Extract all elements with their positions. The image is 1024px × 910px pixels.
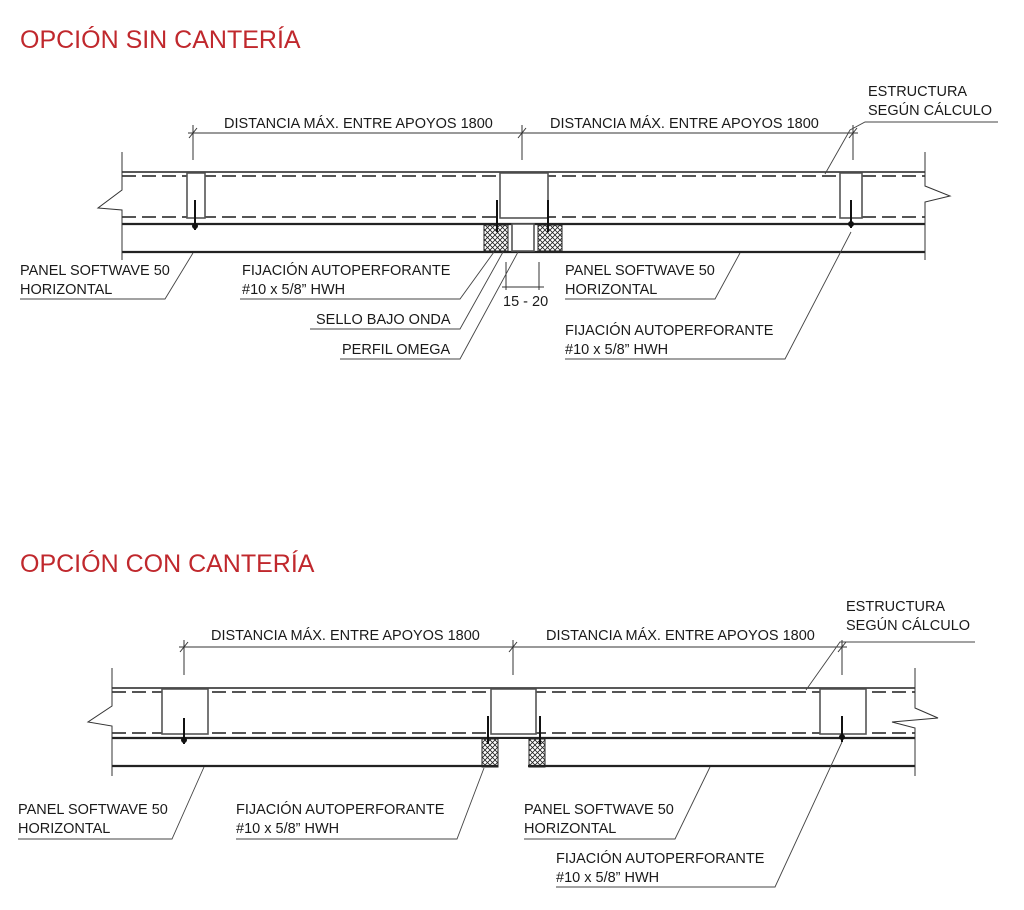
seal-blocks <box>481 738 546 768</box>
section-sin-canteria: OPCIÓN SIN CANTERÍA DISTANCIA MÁX. ENTRE… <box>20 25 998 360</box>
panel-left-label: PANEL SOFTWAVE 50 <box>18 802 168 818</box>
gap-label: 15 - 20 <box>503 294 548 310</box>
panel-right-sublabel: HORIZONTAL <box>524 821 616 837</box>
fixing-right-label: FIJACIÓN AUTOPERFORANTE <box>556 850 765 867</box>
dimension-line <box>179 640 847 675</box>
section-title: OPCIÓN CON CANTERÍA <box>20 549 315 578</box>
fixing-right-label: FIJACIÓN AUTOPERFORANTE <box>565 322 774 339</box>
fixing-right-sublabel: #10 x 5/8” HWH <box>556 870 659 886</box>
panel-right-sublabel: HORIZONTAL <box>565 282 657 298</box>
section-con-canteria: OPCIÓN CON CANTERÍA DISTANCIA MÁX. ENTRE… <box>18 549 975 888</box>
panel-right-label: PANEL SOFTWAVE 50 <box>524 802 674 818</box>
fixing-left-sublabel: #10 x 5/8” HWH <box>242 282 345 298</box>
leader-lines <box>20 121 998 360</box>
structure-sublabel: SEGÚN CÁLCULO <box>868 102 992 119</box>
leader-lines <box>18 641 975 888</box>
dimension-label-right: DISTANCIA MÁX. ENTRE APOYOS 1800 <box>550 115 819 132</box>
dimension-label-left: DISTANCIA MÁX. ENTRE APOYOS 1800 <box>224 115 493 132</box>
fixing-left-label: FIJACIÓN AUTOPERFORANTE <box>236 801 445 818</box>
dimension-label-right: DISTANCIA MÁX. ENTRE APOYOS 1800 <box>546 627 815 644</box>
support-profiles <box>161 688 867 769</box>
section-title: OPCIÓN SIN CANTERÍA <box>20 25 301 54</box>
screw-icons <box>192 200 854 232</box>
structure-sublabel: SEGÚN CÁLCULO <box>846 617 970 634</box>
seal-blocks <box>483 224 563 252</box>
structure-label: ESTRUCTURA <box>846 599 945 615</box>
dimension-label-left: DISTANCIA MÁX. ENTRE APOYOS 1800 <box>211 627 480 644</box>
seal-label: SELLO BAJO ONDA <box>316 312 451 328</box>
fixing-left-label: FIJACIÓN AUTOPERFORANTE <box>242 262 451 279</box>
panel-right-label: PANEL SOFTWAVE 50 <box>565 263 715 279</box>
panel-left-label: PANEL SOFTWAVE 50 <box>20 263 170 279</box>
panel-left-sublabel: HORIZONTAL <box>18 821 110 837</box>
screw-icons <box>181 716 845 744</box>
fixing-left-sublabel: #10 x 5/8” HWH <box>236 821 339 837</box>
dimension-line <box>188 125 858 160</box>
fixing-right-sublabel: #10 x 5/8” HWH <box>565 342 668 358</box>
gap-dimension <box>502 262 544 290</box>
structure-label: ESTRUCTURA <box>868 84 967 100</box>
omega-profile-label: PERFIL OMEGA <box>342 342 451 358</box>
panel-left-sublabel: HORIZONTAL <box>20 282 112 298</box>
support-profiles <box>186 172 863 252</box>
